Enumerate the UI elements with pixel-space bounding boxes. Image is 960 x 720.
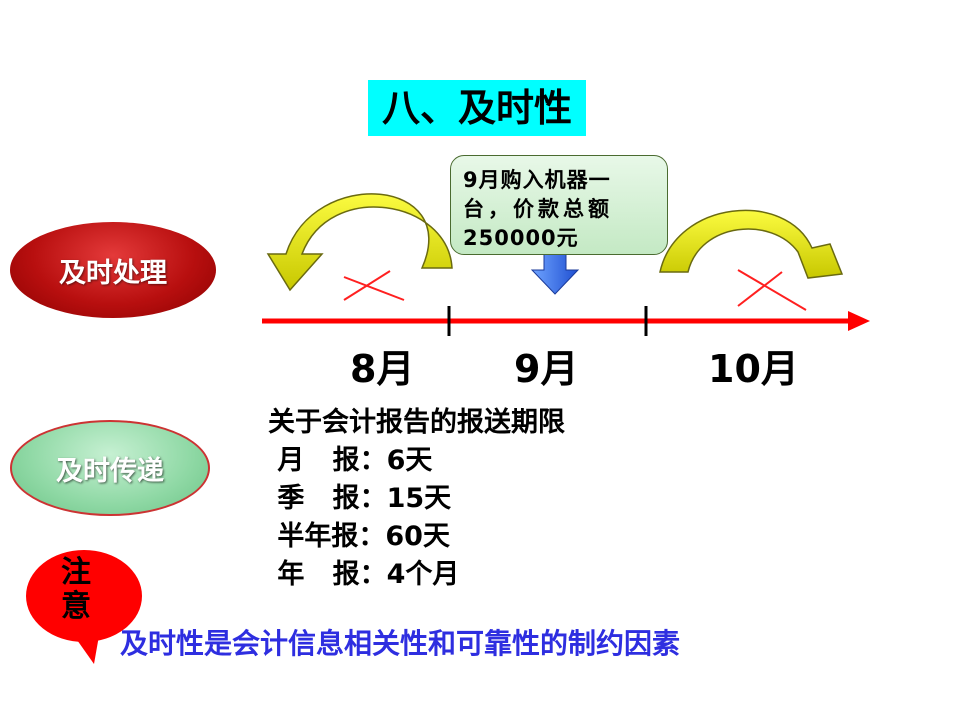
- attention-char: 注: [61, 555, 91, 590]
- callout-line: 250000元: [463, 226, 579, 250]
- attention-char: 意: [61, 589, 91, 624]
- month-label-september: 9月: [514, 347, 579, 391]
- timely-transmission-label: 及时传递: [10, 420, 210, 516]
- report-item: 半年报：60天: [268, 521, 450, 552]
- attention-bubble: [26, 550, 142, 664]
- slide-title: 八、及时性: [368, 80, 586, 136]
- curved-arrow-left: [266, 193, 453, 292]
- callout-line: 台，价款总额: [463, 197, 613, 221]
- report-item: 季 报：15天: [268, 483, 452, 514]
- report-heading: 关于会计报告的报送期限: [268, 407, 565, 438]
- purchase-callout: 9月购入机器一 台，价款总额 250000元: [450, 155, 668, 255]
- timeline-axis: [262, 311, 870, 331]
- month-label-august: 8月: [350, 347, 415, 391]
- attention-label: 注 意: [56, 556, 96, 624]
- cross-mark-august: [343, 270, 405, 301]
- timely-processing-label: 及时处理: [10, 222, 216, 318]
- cross-mark-october: [737, 269, 807, 311]
- down-arrow-icon: [530, 251, 580, 295]
- callout-line: 9月购入机器一: [463, 168, 611, 192]
- month-label-october: 10月: [708, 347, 799, 391]
- report-item: 月 报：6天: [268, 445, 433, 476]
- report-item: 年 报：4个月: [268, 559, 460, 590]
- curved-arrow-right: [659, 209, 844, 279]
- timeliness-note: 及时性是会计信息相关性和可靠性的制约因素: [120, 627, 681, 660]
- report-deadlines: 关于会计报告的报送期限 月 报：6天 季 报：15天 半年报：60天 年 报：4…: [268, 404, 565, 594]
